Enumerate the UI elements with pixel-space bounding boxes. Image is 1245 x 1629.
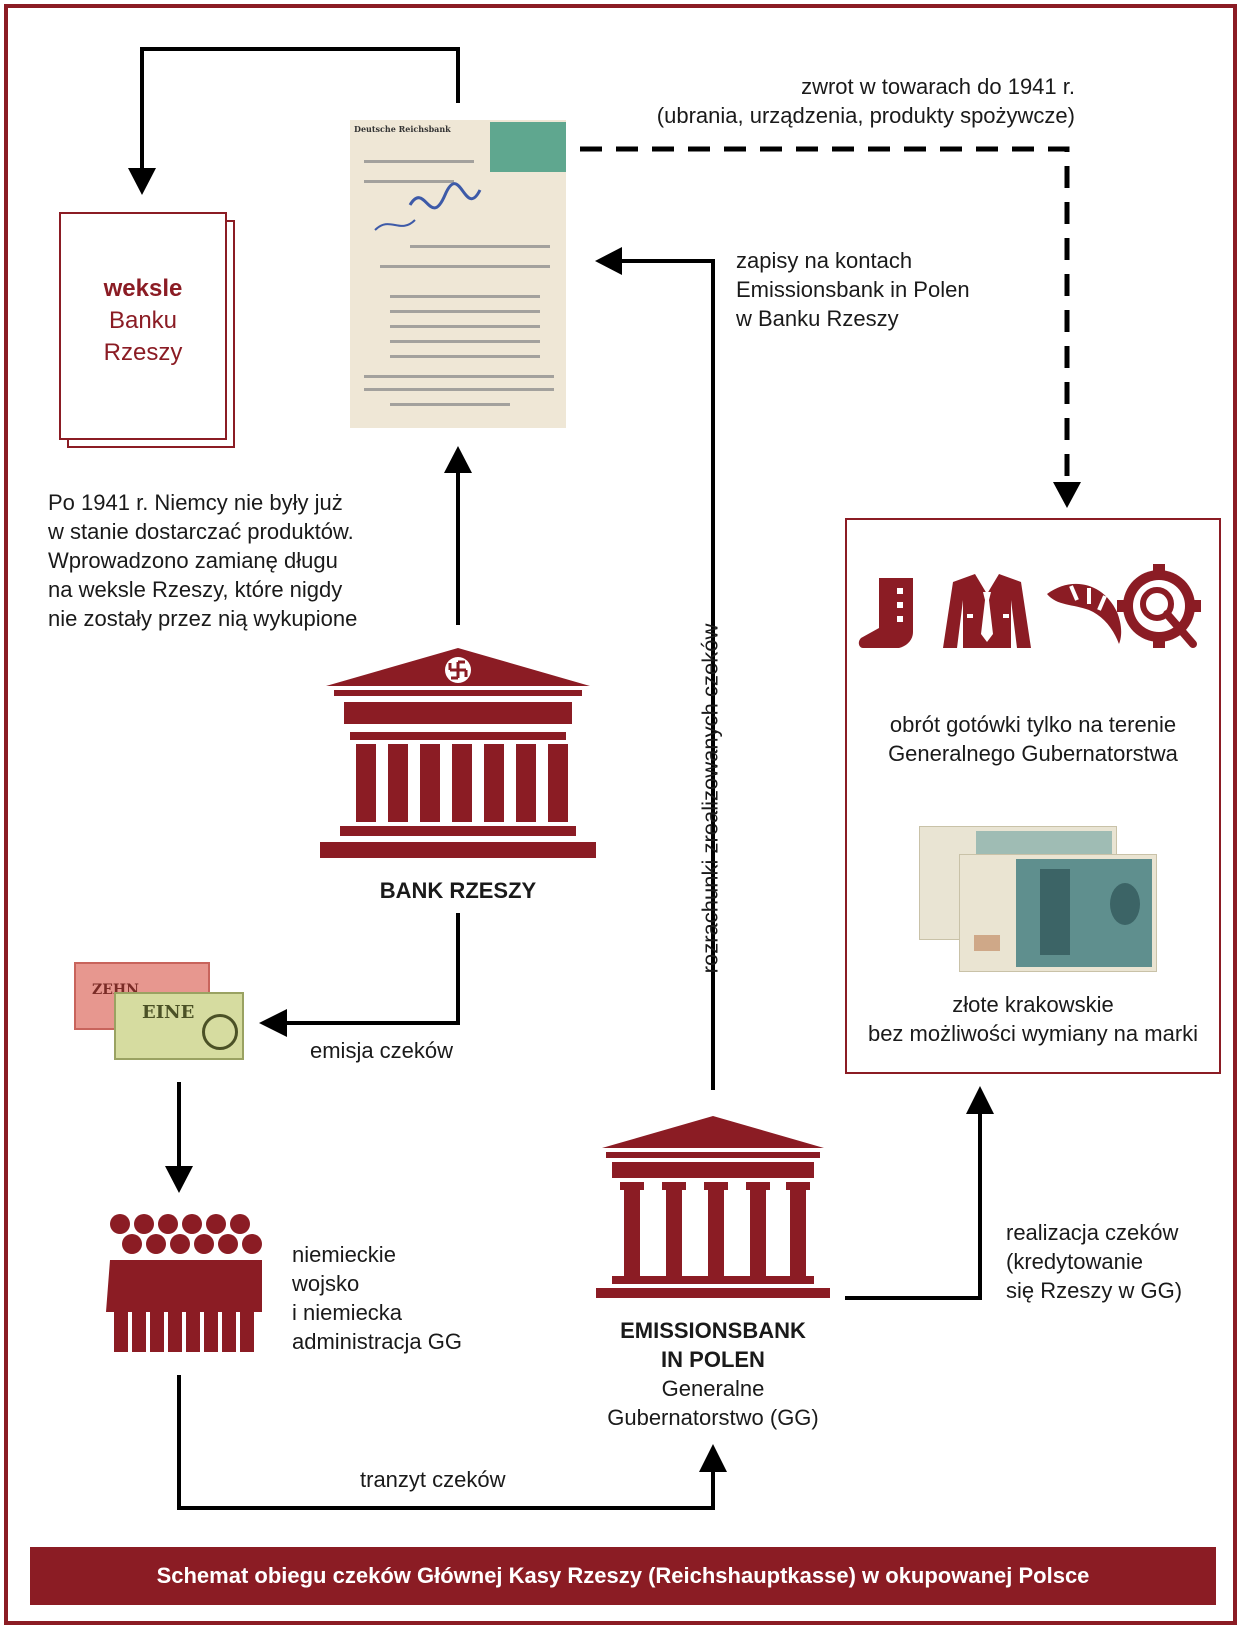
zwrot-line1: zwrot w towarach do 1941 r.	[801, 74, 1075, 99]
banknote-portrait	[1110, 883, 1140, 925]
realizacja-line1: realizacja czeków	[1006, 1220, 1179, 1245]
zlote-line1: złote krakowskie	[952, 992, 1114, 1017]
boot-icon	[858, 578, 913, 648]
gear-magnifier-icon	[1117, 564, 1201, 648]
cheques-image: ZEHN EINE	[74, 962, 244, 1062]
document-image: Deutsche Reichsbank	[350, 120, 566, 428]
emissionsbank-line1: EMISSIONSBANK	[620, 1318, 806, 1343]
doc-line	[364, 375, 554, 378]
arrow-rozrachunki	[620, 259, 715, 1090]
weksle-line3: Rzeszy	[103, 339, 183, 366]
crowd-icon	[106, 1214, 262, 1352]
arrow-emisja	[285, 913, 460, 1025]
doc-line	[390, 355, 540, 358]
niemieckie-line1: niemieckie	[292, 1242, 396, 1267]
po1941-line4: na weksle Rzeszy, które nigdy	[48, 577, 343, 602]
emissionsbank-icon	[596, 1116, 830, 1298]
weksle-card: weksle Banku Rzeszy	[59, 212, 227, 440]
arrow-tranzyt	[177, 1375, 715, 1510]
doc-line	[410, 245, 550, 248]
rozrachunki-label: rozrachunki zrealizowanych czeków	[697, 623, 723, 974]
document-stamp	[490, 122, 566, 172]
po1941-line5: nie zostały przez nią wykupione	[48, 606, 358, 631]
document-signature	[374, 182, 482, 231]
weksle-line2: Banku	[108, 307, 178, 334]
emissionsbank-line2: IN POLEN	[661, 1347, 765, 1372]
doc-line	[390, 325, 540, 328]
bank-rzeszy-icon	[320, 648, 596, 858]
niemieckie-line2: wojsko	[292, 1271, 360, 1296]
goods-box: obrót gotówki tylko na terenie Generalne…	[845, 518, 1221, 1074]
weksle-title: weksle	[103, 275, 183, 302]
banknotes-image	[919, 826, 1157, 972]
doc-line	[390, 403, 510, 406]
banknote-watermark	[974, 935, 1000, 951]
footer-caption: Schemat obiegu czeków Głównej Kasy Rzesz…	[30, 1547, 1216, 1605]
emisja-label: emisja czeków	[310, 1038, 454, 1063]
doc-line	[390, 340, 540, 343]
obrot-line2: Generalnego Gubernatorstwa	[888, 741, 1178, 766]
zlote-line2: bez możliwości wymiany na marki	[867, 1021, 1199, 1046]
swastika-emblem	[448, 660, 468, 680]
goods-icons	[858, 564, 1201, 648]
doc-line	[380, 265, 550, 268]
doc-line	[364, 180, 454, 183]
arrow-realizacja	[845, 1112, 982, 1300]
po1941-line2: w stanie dostarczać produktów.	[48, 519, 354, 544]
cheque-front: EINE	[114, 992, 244, 1060]
zapisy-line2: Emissionsbank in Polen	[736, 277, 970, 302]
realizacja-line3: się Rzeszy w GG)	[1006, 1278, 1183, 1303]
doc-line	[390, 295, 540, 298]
arrow-dashed-zwrot	[580, 146, 1070, 482]
doc-line	[364, 160, 474, 163]
tranzyt-label: tranzyt czeków	[360, 1467, 506, 1492]
realizacja-line2: (kredytowanie	[1006, 1249, 1143, 1274]
gg-line1: Generalne	[661, 1376, 765, 1401]
outer-frame	[4, 4, 1237, 1625]
cheque-seal	[202, 1014, 238, 1050]
niemieckie-line3: i niemiecka	[292, 1300, 403, 1325]
document-header: Deutsche Reichsbank	[354, 124, 451, 134]
croissant-icon	[1047, 583, 1122, 644]
cheque-front-text: EINE	[142, 1002, 195, 1023]
suit-icon	[943, 574, 1031, 648]
zapisy-line3: w Banku Rzeszy	[736, 306, 899, 331]
arrow-doc-to-weksle	[140, 47, 460, 172]
zwrot-line2: (ubrania, urządzenia, produkty spożywcze…	[656, 103, 1075, 128]
banknote-front	[959, 854, 1157, 972]
banknote-figure	[1040, 869, 1070, 955]
doc-line	[390, 310, 540, 313]
po1941-line3: Wprowadzono zamianę długu	[48, 548, 338, 573]
doc-line	[364, 388, 554, 391]
po1941-line1: Po 1941 r. Niemcy nie były już	[48, 490, 343, 515]
gg-line2: Gubernatorstwo (GG)	[607, 1405, 819, 1430]
zapisy-line1: zapisy na kontach	[736, 248, 913, 273]
bank-rzeszy-label: BANK RZESZY	[379, 878, 537, 903]
niemieckie-line4: administracja GG	[292, 1329, 462, 1354]
obrot-line1: obrót gotówki tylko na terenie	[889, 712, 1177, 737]
